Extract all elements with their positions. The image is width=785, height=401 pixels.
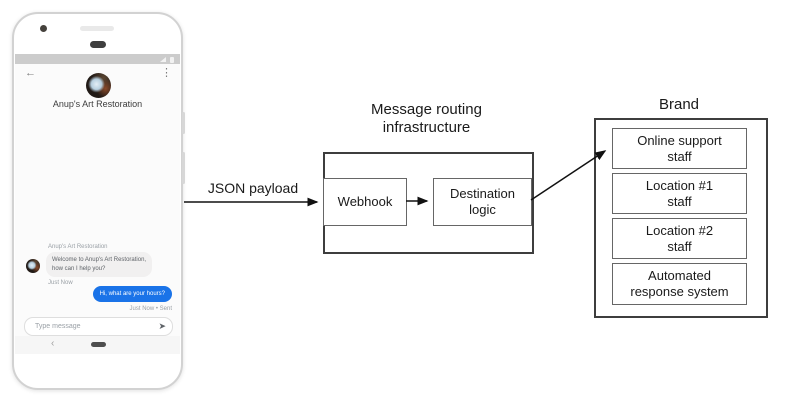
send-icon[interactable]: ➤ <box>158 321 166 331</box>
brand-item-location-2: Location #2 staff <box>612 218 747 259</box>
message-composer[interactable]: ➤ <box>24 317 173 336</box>
phone-volume-button <box>182 152 185 184</box>
battery-icon <box>170 57 174 63</box>
nav-back-icon[interactable]: ‹ <box>51 338 55 349</box>
back-arrow-icon[interactable]: ← <box>25 67 36 79</box>
webhook-box: Webhook <box>323 178 407 226</box>
overflow-menu-icon[interactable]: ⋮ <box>161 67 172 79</box>
speaker-slot <box>80 26 114 31</box>
outgoing-message-bubble: Hi, what are your hours? <box>92 286 172 302</box>
brand-box <box>594 118 768 318</box>
nav-home-pill[interactable] <box>91 342 106 347</box>
message-input[interactable] <box>33 319 147 334</box>
sender-label: Anup's Art Restoration <box>48 244 108 250</box>
brand-avatar[interactable] <box>86 73 111 98</box>
phone-power-button <box>182 112 185 134</box>
front-camera-dot <box>40 25 47 32</box>
brand-item-location-1: Location #1 staff <box>612 173 747 214</box>
destination-logic-box: Destination logic <box>433 178 532 226</box>
phone-frame: ← ⋮ Anup's Art Restoration Anup's Art Re… <box>12 12 185 390</box>
android-nav-bar: ‹ <box>15 336 180 354</box>
signal-icon <box>160 57 166 62</box>
json-payload-label: JSON payload <box>207 180 299 196</box>
brand-item-automated-response: Automated response system <box>612 263 747 305</box>
routing-title: Message routing infrastructure <box>371 101 482 136</box>
earpiece <box>90 41 106 48</box>
phone-screen: ← ⋮ Anup's Art Restoration Anup's Art Re… <box>15 54 180 354</box>
brand-item-online-support: Online support staff <box>612 128 747 169</box>
status-bar <box>15 54 180 64</box>
outgoing-timestamp: Just Now • Sent <box>129 306 172 312</box>
message-avatar <box>26 259 40 273</box>
incoming-message-bubble: Welcome to Anup's Art Restoration, how c… <box>46 252 153 277</box>
incoming-timestamp: Just Now <box>48 280 73 286</box>
brand-title: Brand <box>658 96 700 113</box>
chat-title: Anup's Art Restoration <box>52 99 143 109</box>
